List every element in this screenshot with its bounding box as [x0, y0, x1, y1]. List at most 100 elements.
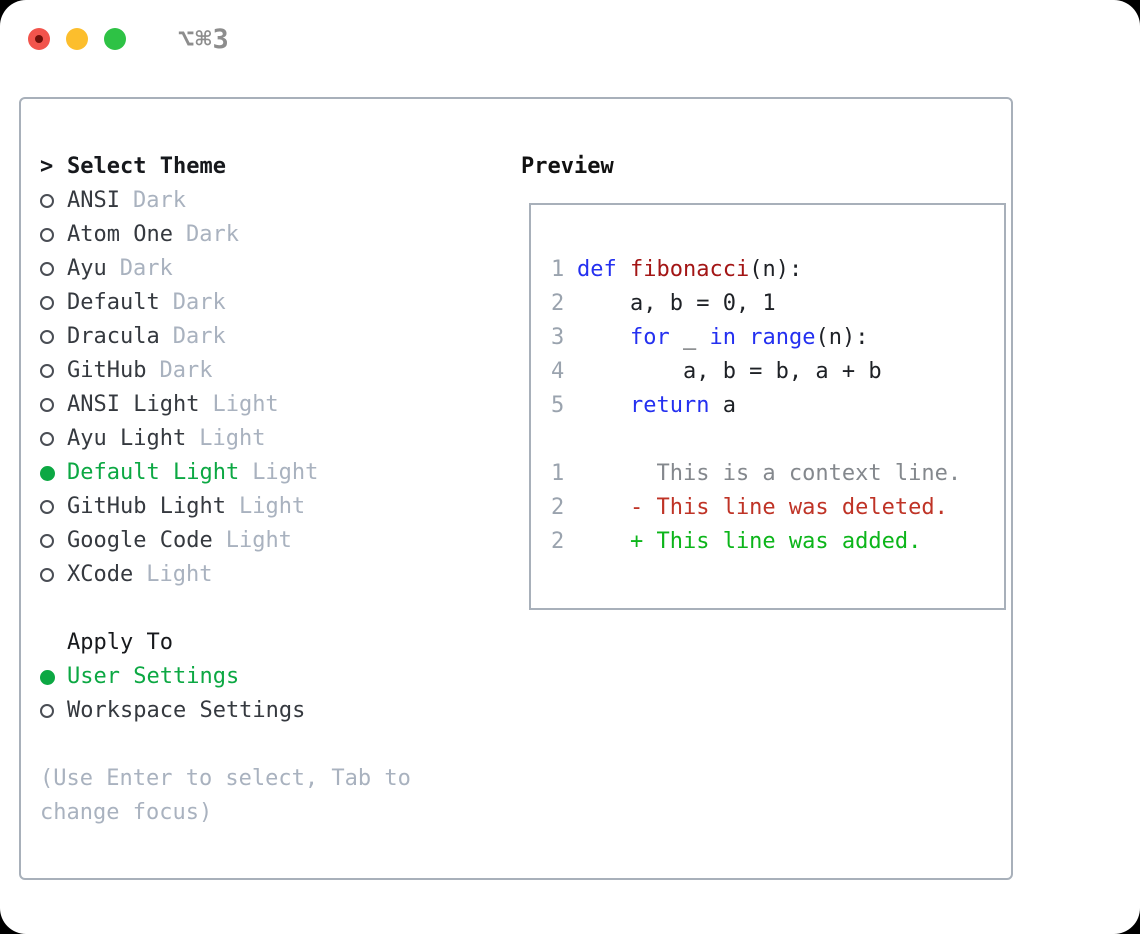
- minimize-button[interactable]: [66, 28, 88, 50]
- theme-option-label: Default: [67, 290, 160, 315]
- theme-option-label: GitHub Light: [67, 494, 226, 519]
- radio-icon: [40, 568, 67, 582]
- apply-to-option[interactable]: Workspace Settings: [40, 694, 480, 728]
- code-token: range: [749, 325, 816, 350]
- variant-tag: Dark: [172, 290, 226, 315]
- code-token: _: [669, 325, 710, 350]
- apply-to-option-label: User Settings: [67, 664, 240, 689]
- apply-to-option[interactable]: User Settings: [40, 660, 480, 694]
- variant-tag: Dark: [172, 324, 226, 349]
- variant-tag: Light: [252, 460, 319, 485]
- theme-option-label: Atom One: [67, 222, 173, 247]
- variant-tag: Light: [146, 562, 213, 587]
- radio-icon: [40, 228, 67, 242]
- code-token: + This line was added.: [577, 529, 922, 554]
- code-token: a: [709, 393, 736, 418]
- line-number: 5: [551, 393, 565, 418]
- theme-option-label: Default Light: [67, 460, 240, 485]
- radio-icon: [40, 194, 67, 208]
- theme-option[interactable]: Default Dark: [40, 286, 480, 320]
- code-token: [736, 321, 749, 355]
- line-number: 2: [551, 495, 565, 520]
- radio-icon: [40, 398, 67, 412]
- line-number: [551, 423, 577, 457]
- prompt-icon: >: [40, 154, 54, 179]
- theme-option[interactable]: ANSI Light Light: [40, 388, 480, 422]
- theme-option-label: ANSI: [67, 188, 120, 213]
- select-theme-header: > Select Theme: [40, 150, 480, 184]
- theme-option[interactable]: Default Light Light: [40, 456, 480, 490]
- spacer: [40, 592, 480, 626]
- radio-icon: [40, 704, 67, 718]
- apply-to-header: Apply To: [40, 626, 480, 660]
- code-token: fibonacci: [630, 257, 750, 282]
- theme-option[interactable]: Google Code Light: [40, 524, 480, 558]
- radio-icon: [40, 534, 67, 548]
- line-number: 2: [551, 529, 565, 554]
- variant-tag: Dark: [185, 222, 239, 247]
- theme-option-label: GitHub: [67, 358, 147, 383]
- theme-option[interactable]: Atom One Dark: [40, 218, 480, 252]
- code-line: [551, 423, 1004, 457]
- variant-tag: Dark: [119, 256, 173, 281]
- apply-to-title: Apply To: [67, 630, 173, 655]
- variant-tag: Light: [225, 528, 292, 553]
- variant-tag: Light: [199, 426, 266, 451]
- code-token: return: [629, 393, 710, 418]
- variant-tag: Light: [238, 494, 306, 519]
- theme-option-label: Dracula: [67, 324, 160, 349]
- zoom-button[interactable]: [104, 28, 126, 50]
- code-line: 3 for _ in range(n):: [551, 321, 1004, 355]
- radio-selected-icon: [40, 465, 67, 481]
- line-number: 1: [551, 461, 565, 486]
- code-token: a, b = 0, 1: [577, 291, 776, 316]
- select-theme-title: Select Theme: [67, 154, 226, 179]
- theme-option[interactable]: Ayu Light Light: [40, 422, 480, 456]
- apply-to-option-label: Workspace Settings: [67, 698, 306, 723]
- variant-tag: Dark: [159, 358, 213, 383]
- code-token: [577, 389, 630, 423]
- theme-option[interactable]: Dracula Dark: [40, 320, 480, 354]
- radio-icon: [40, 364, 67, 378]
- code-token: - This line was deleted.: [577, 495, 948, 520]
- theme-option-label: Ayu Light: [67, 426, 187, 451]
- titlebar: ⌥⌘3: [28, 24, 230, 55]
- code-token: This is a context line.: [577, 461, 962, 486]
- preview-title: Preview: [521, 154, 614, 179]
- theme-option-label: ANSI Light: [67, 392, 200, 417]
- line-number: 2: [551, 291, 565, 316]
- close-button[interactable]: [28, 28, 50, 50]
- theme-option[interactable]: GitHub Dark: [40, 354, 480, 388]
- code-line: 2 a, b = 0, 1: [551, 287, 1004, 321]
- code-line: 2 - This line was deleted.: [551, 491, 1004, 525]
- radio-icon: [40, 500, 67, 514]
- code-token: (n):: [815, 325, 869, 350]
- radio-selected-icon: [40, 669, 67, 685]
- line-number: 3: [551, 325, 565, 350]
- radio-icon: [40, 432, 67, 446]
- radio-icon: [40, 330, 67, 344]
- code-token: (n):: [749, 257, 803, 282]
- code-line: 4 a, b = b, a + b: [551, 355, 1004, 389]
- keyboard-hint: (Use Enter to select, Tab to change focu…: [40, 766, 411, 825]
- window-shortcut-label: ⌥⌘3: [178, 23, 230, 55]
- code-line: 5 return a: [551, 389, 1004, 423]
- code-token: for: [629, 325, 670, 350]
- line-number: 4: [551, 359, 565, 384]
- variant-tag: Light: [212, 392, 279, 417]
- theme-option-label: Google Code: [67, 528, 213, 553]
- code-token: [617, 253, 630, 287]
- theme-option[interactable]: GitHub Light Light: [40, 490, 480, 524]
- line-number: 1: [551, 257, 565, 282]
